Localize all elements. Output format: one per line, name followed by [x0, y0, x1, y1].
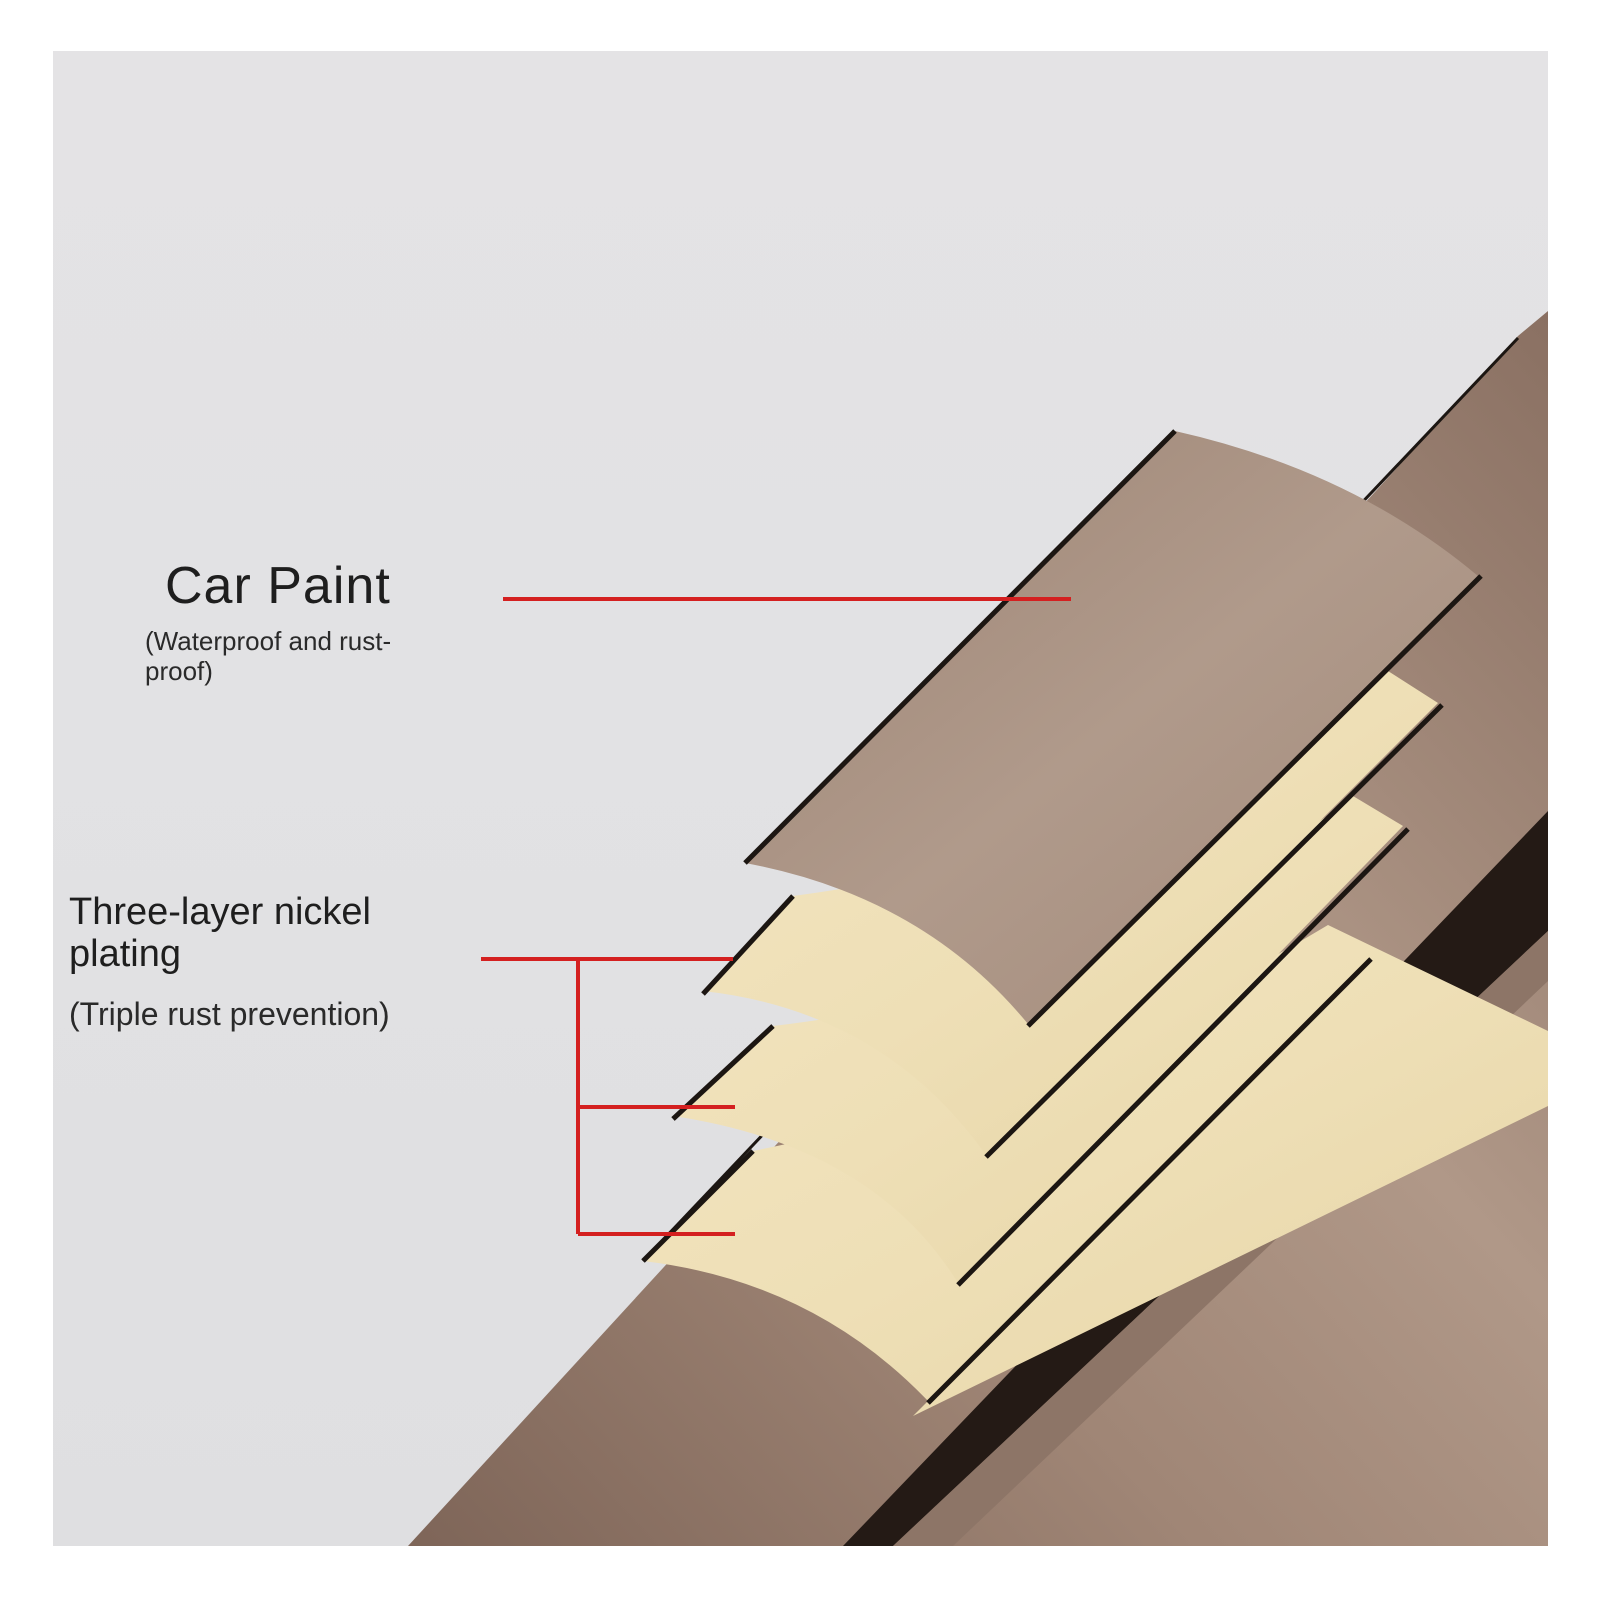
- nickel-layer-3-edge: [641, 1149, 755, 1263]
- car-paint-title: Car Paint: [165, 557, 391, 615]
- car-paint-layer-top-edge: [743, 429, 1177, 865]
- nickel-layer-2-edge: [671, 1024, 775, 1121]
- nickel-layer-2-right-edge: [956, 827, 1410, 1287]
- nickel-plating-title: Three-layer nickel plating: [69, 891, 371, 975]
- nickel-layer-3-right-edge: [926, 957, 1373, 1405]
- nickel-layer-3: [643, 925, 1548, 1416]
- layer-illustration: [408, 311, 1548, 1546]
- nickel-layer-1-edge: [701, 894, 795, 996]
- car-paint-layer-right-edge: [1026, 574, 1483, 1028]
- car-paint-subtitle: (Waterproof and rust-proof): [145, 626, 392, 686]
- nickel-plating-subtitle: (Triple rust prevention): [69, 996, 390, 1032]
- diagram-panel: Car Paint (Waterproof and rust-proof) Th…: [53, 51, 1548, 1546]
- nickel-layer-1-right-edge: [984, 703, 1444, 1159]
- car-paint-layer: [745, 431, 1478, 1024]
